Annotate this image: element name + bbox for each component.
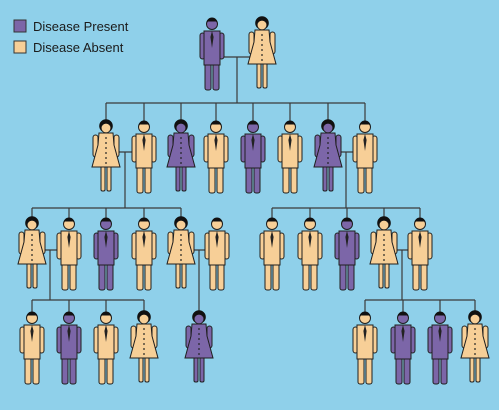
person-gen3-2-male-absent: [56, 217, 82, 291]
legend-label-present: Disease Present: [33, 19, 129, 34]
person-gen2-3-female-present: [166, 119, 196, 192]
person-gen4-1-male-absent: [19, 311, 45, 385]
person-gen4-2-male-present: [56, 311, 82, 385]
legend-swatch-present: [13, 19, 27, 33]
person-gen4-4-female-absent: [129, 310, 159, 383]
person-gen3-10-female-absent: [369, 216, 399, 289]
person-gen1-1-male-present: [199, 17, 225, 91]
person-gen3-6-male-absent: [204, 217, 230, 291]
person-gen3-4-male-absent: [131, 217, 157, 291]
person-gen3-7-male-absent: [259, 217, 285, 291]
person-gen4-3-male-absent: [93, 311, 119, 385]
person-gen4-6-male-absent: [352, 311, 378, 385]
person-gen2-4-male-absent: [203, 120, 229, 194]
legend-label-absent: Disease Absent: [33, 40, 124, 55]
person-gen3-11-male-absent: [407, 217, 433, 291]
person-gen4-5-female-present: [184, 310, 214, 383]
person-gen2-2-male-absent: [131, 120, 157, 194]
person-gen3-5-female-absent: [166, 216, 196, 289]
person-gen2-7-female-present: [313, 119, 343, 192]
person-gen2-1-female-absent: [91, 119, 121, 192]
person-gen4-9-female-absent: [460, 310, 490, 383]
person-gen3-1-female-absent: [17, 216, 47, 289]
person-gen1-2-female-absent: [247, 16, 277, 89]
pedigree-people: [17, 16, 490, 385]
person-gen4-8-male-present: [427, 311, 453, 385]
person-gen3-9-male-present: [334, 217, 360, 291]
person-gen2-5-male-present: [240, 120, 266, 194]
person-gen3-8-male-absent: [297, 217, 323, 291]
legend: Disease Present Disease Absent: [13, 19, 129, 55]
person-gen3-3-male-present: [93, 217, 119, 291]
person-gen4-7-male-present: [390, 311, 416, 385]
person-gen2-8-male-absent: [352, 120, 378, 194]
person-gen2-6-male-absent: [277, 120, 303, 194]
legend-swatch-absent: [13, 40, 27, 54]
